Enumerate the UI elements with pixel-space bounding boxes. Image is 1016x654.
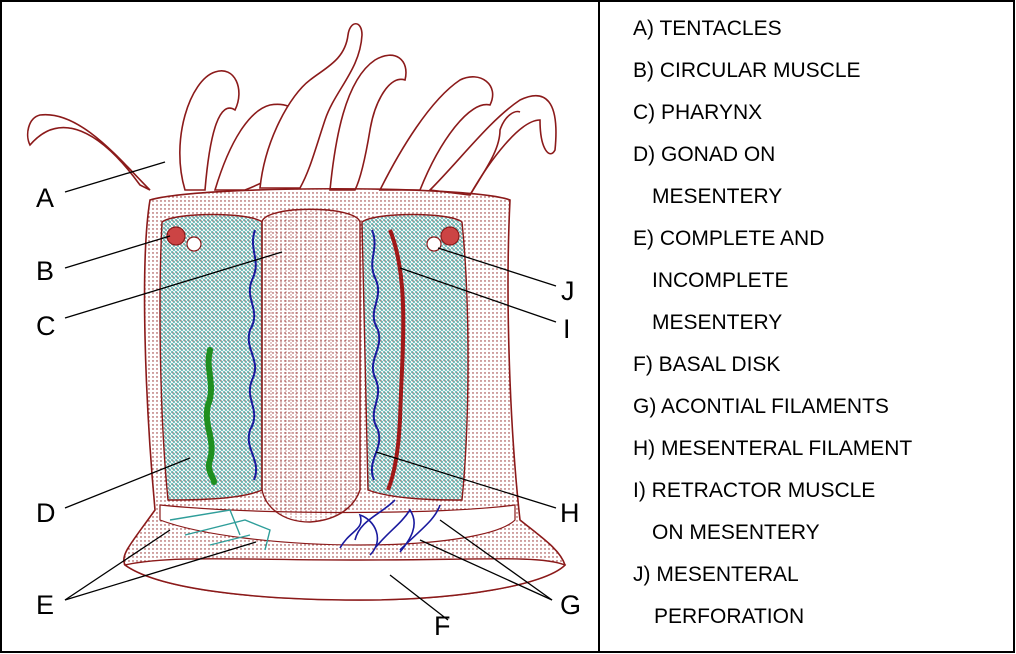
legend-item-i: I) RETRACTOR MUSCLE (633, 479, 876, 502)
pharynx (261, 208, 361, 523)
legend-item-e-cont2: MESENTERY (652, 311, 783, 334)
label-e: E (36, 590, 54, 620)
acontial-filaments (339, 499, 441, 556)
legend-item-j: J) MESENTERAL (633, 563, 799, 586)
mesenteral-filament-right (371, 229, 381, 481)
label-g: G (560, 590, 581, 620)
label-c: C (36, 311, 56, 341)
gonad (203, 347, 217, 485)
legend: A) TENTACLES B) CIRCULAR MUSCLE C) PHARY… (600, 2, 1012, 650)
label-b: B (36, 256, 54, 286)
circular-muscle (166, 226, 186, 246)
tentacles (26, 22, 557, 196)
leader-lines (64, 161, 557, 621)
legend-item-i-cont: ON MESENTERY (652, 521, 820, 544)
legend-item-d: D) GONAD ON (633, 143, 776, 166)
label-j: J (561, 276, 575, 306)
right-mesentery (361, 213, 469, 501)
perforation-right (426, 236, 442, 252)
label-a: A (36, 183, 54, 213)
label-d: D (36, 498, 56, 528)
legend-item-e-cont: INCOMPLETE (652, 269, 789, 292)
legend-item-c: C) PHARYNX (633, 101, 763, 124)
label-i: I (563, 314, 571, 344)
basal-disk (123, 558, 567, 601)
legend-item-h: H) MESENTERAL FILAMENT (633, 437, 913, 460)
circular-muscle-right (440, 226, 460, 246)
legend-item-g: G) ACONTIAL FILAMENTS (633, 395, 889, 418)
label-f: F (434, 611, 451, 641)
perforation-left (186, 236, 202, 252)
legend-item-j-cont: PERFORATION (654, 605, 805, 628)
legend-item-e: E) COMPLETE AND (633, 227, 825, 250)
legend-item-d-cont: MESENTERY (652, 185, 783, 208)
mesenteral-filament-left (247, 229, 257, 481)
retractor-muscle (386, 229, 406, 491)
basal-mesenteries (169, 509, 271, 551)
legend-item-a: A) TENTACLES (633, 17, 782, 40)
label-h: H (560, 498, 580, 528)
legend-item-b: B) CIRCULAR MUSCLE (633, 59, 861, 82)
legend-item-f: F) BASAL DISK (633, 353, 781, 376)
